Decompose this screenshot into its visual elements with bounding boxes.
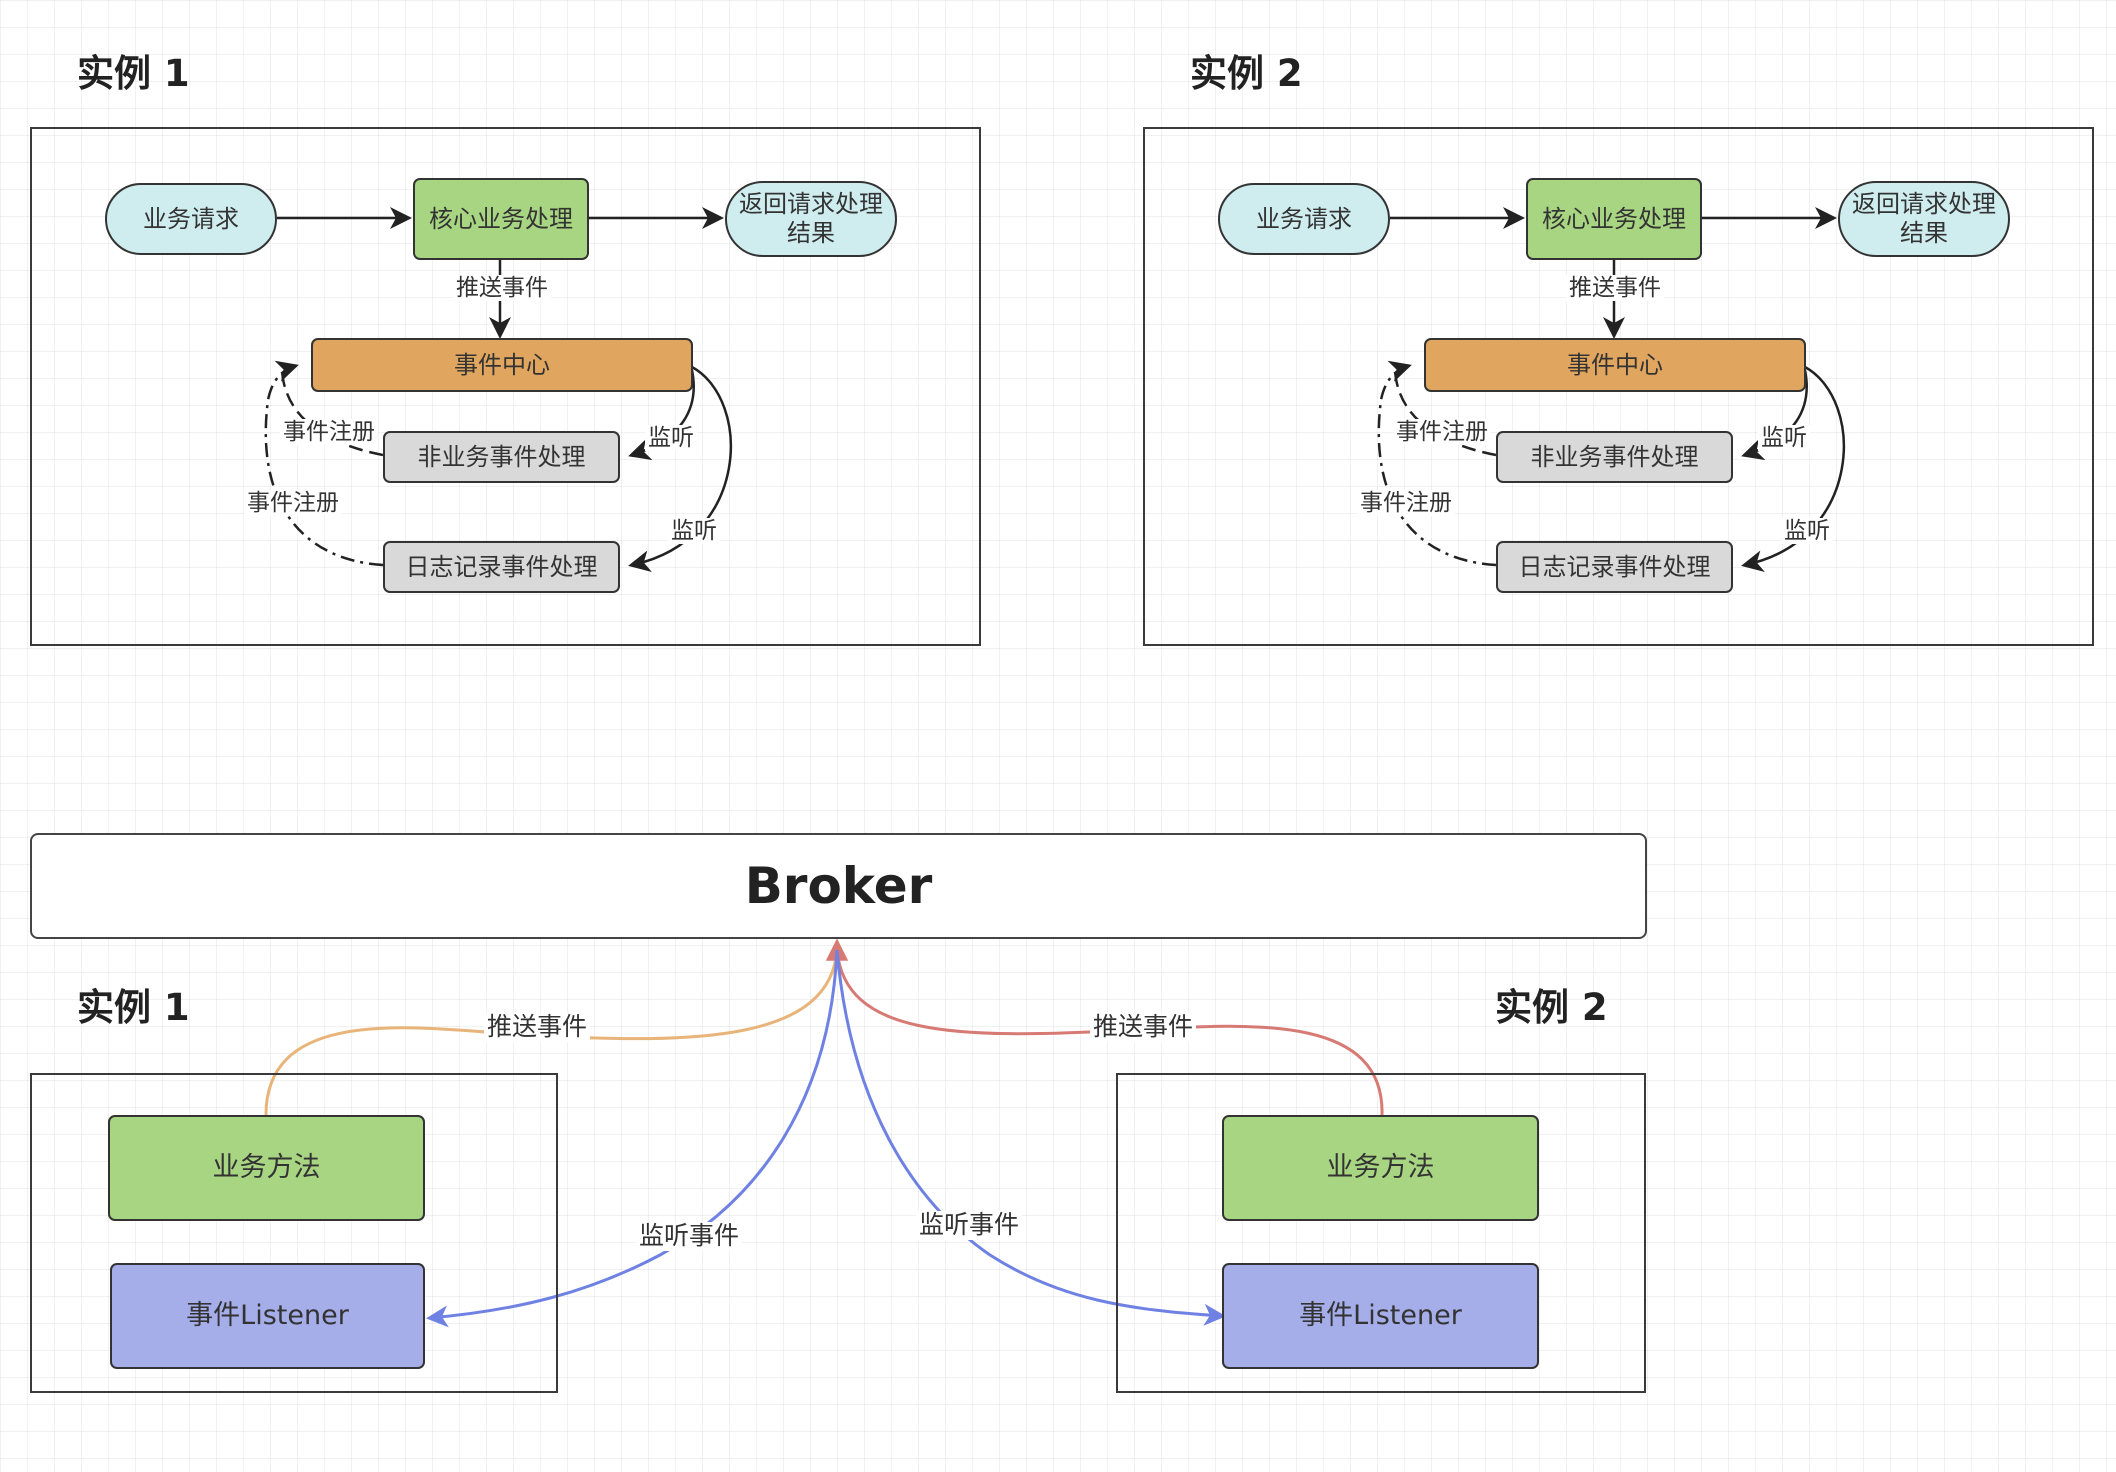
business-method-node: 业务方法 — [1222, 1115, 1539, 1221]
log-event-node: 日志记录事件处理 — [383, 541, 620, 593]
top-instance-2-frame — [1143, 127, 2094, 646]
event-center-node: 事件中心 — [311, 338, 693, 392]
event-listener-node: 事件Listener — [110, 1263, 425, 1369]
listen-label-1: 监听 — [1758, 425, 1810, 452]
return-result-node: 返回请求处理结果 — [725, 181, 897, 257]
bottom-instance-1-title: 实例 1 — [77, 986, 190, 1029]
push-event-label: 推送事件 — [1566, 275, 1664, 302]
core-business-node: 核心业务处理 — [1526, 178, 1702, 260]
push-event-label-right: 推送事件 — [1090, 1012, 1197, 1042]
edge-listen-right — [835, 949, 1226, 1326]
broker-box: Broker — [30, 833, 1647, 939]
register-label-1: 事件注册 — [280, 419, 378, 446]
top-instance-1-edges — [264, 207, 733, 573]
business-method-node: 业务方法 — [108, 1115, 425, 1221]
business-request-node: 业务请求 — [105, 183, 277, 255]
bottom-instance-2-frame — [1116, 1073, 1646, 1393]
non-business-event-node: 非业务事件处理 — [383, 431, 620, 483]
edge-listen-log — [1741, 365, 1846, 573]
non-business-event-node: 非业务事件处理 — [1496, 431, 1733, 483]
bottom-instance-2-title: 实例 2 — [1495, 986, 1608, 1029]
listen-label-2: 监听 — [668, 518, 720, 545]
business-request-node: 业务请求 — [1218, 183, 1390, 255]
return-result-node: 返回请求处理结果 — [1838, 181, 2010, 257]
edge-register-log — [1377, 360, 1497, 567]
push-event-label: 推送事件 — [453, 275, 551, 302]
edge-listen-log — [628, 365, 733, 573]
listen-event-label-right: 监听事件 — [916, 1210, 1023, 1240]
register-label-2: 事件注册 — [244, 490, 342, 517]
event-listener-node: 事件Listener — [1222, 1263, 1539, 1369]
top-instance-2-title: 实例 2 — [1190, 52, 1303, 95]
listen-label-1: 监听 — [645, 425, 697, 452]
core-business-node: 核心业务处理 — [413, 178, 589, 260]
event-center-node: 事件中心 — [1424, 338, 1806, 392]
listen-event-label-left: 监听事件 — [636, 1221, 743, 1251]
register-label-1: 事件注册 — [1393, 419, 1491, 446]
bottom-instance-1-frame — [30, 1073, 558, 1393]
log-event-node: 日志记录事件处理 — [1496, 541, 1733, 593]
push-event-label-left: 推送事件 — [484, 1012, 591, 1042]
top-instance-1-frame — [30, 127, 981, 646]
edge-register-log — [264, 360, 384, 567]
register-label-2: 事件注册 — [1357, 490, 1455, 517]
top-instance-1-title: 实例 1 — [77, 52, 190, 95]
listen-label-2: 监听 — [1781, 518, 1833, 545]
